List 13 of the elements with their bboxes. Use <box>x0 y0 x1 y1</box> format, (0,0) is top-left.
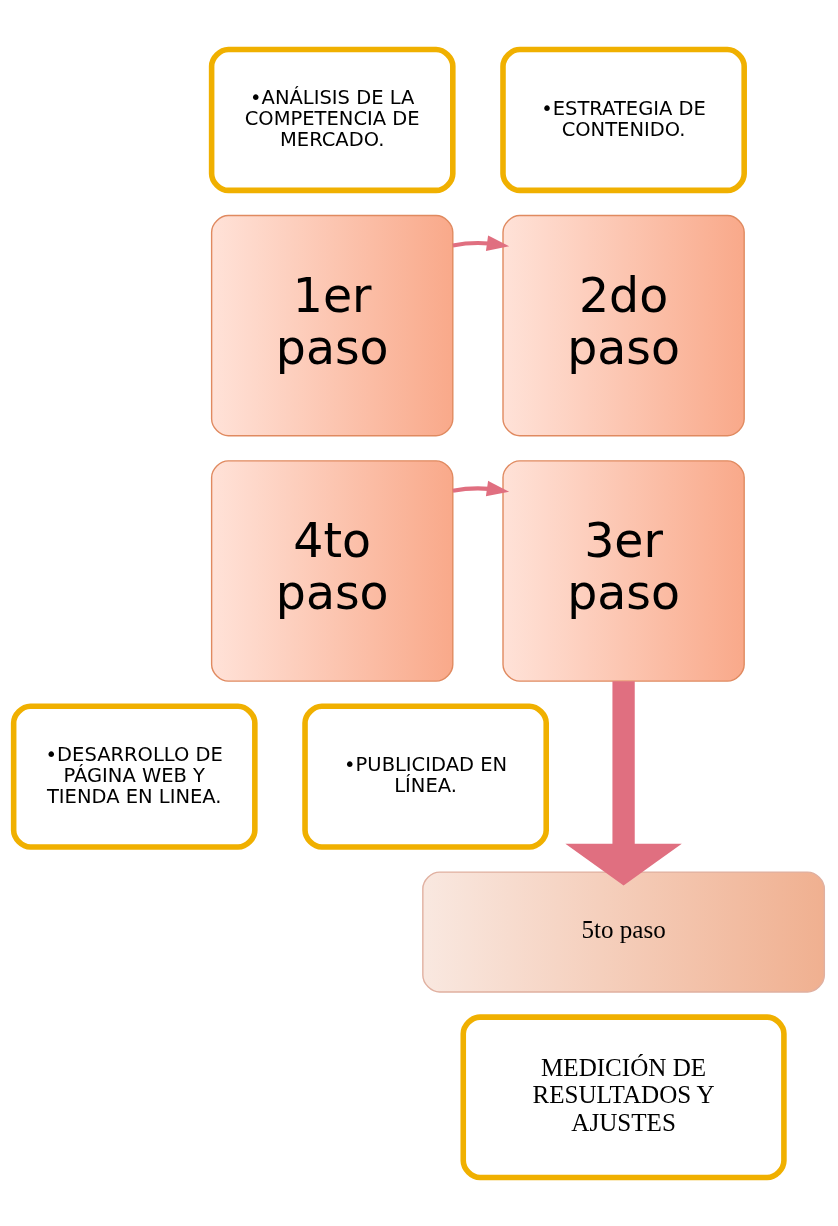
node-box: 4to paso <box>210 459 454 682</box>
node-box: 3er paso <box>502 459 745 682</box>
node-box: •DESARROLLO DE PÁGINA WEB Y TIENDA EN LINEA. <box>10 702 258 850</box>
node-box: 1er paso <box>210 214 454 436</box>
arrow <box>452 234 510 251</box>
node-box: •PUBLICIDAD EN LÍNEA. <box>302 702 549 850</box>
arrow <box>565 680 682 885</box>
node-box: 5to paso <box>422 870 826 993</box>
node-box: •ESTRATEGIA DE CONTENIDO. <box>500 46 747 193</box>
node-box: 2do paso <box>502 214 745 436</box>
arrow <box>452 480 510 496</box>
node-box: •ANÁLISIS DE LA COMPETENCIA DE MERCADO. <box>208 46 456 193</box>
node-box: MEDICIÓN DE RESULTADOS Y AJUSTES <box>460 1013 787 1180</box>
